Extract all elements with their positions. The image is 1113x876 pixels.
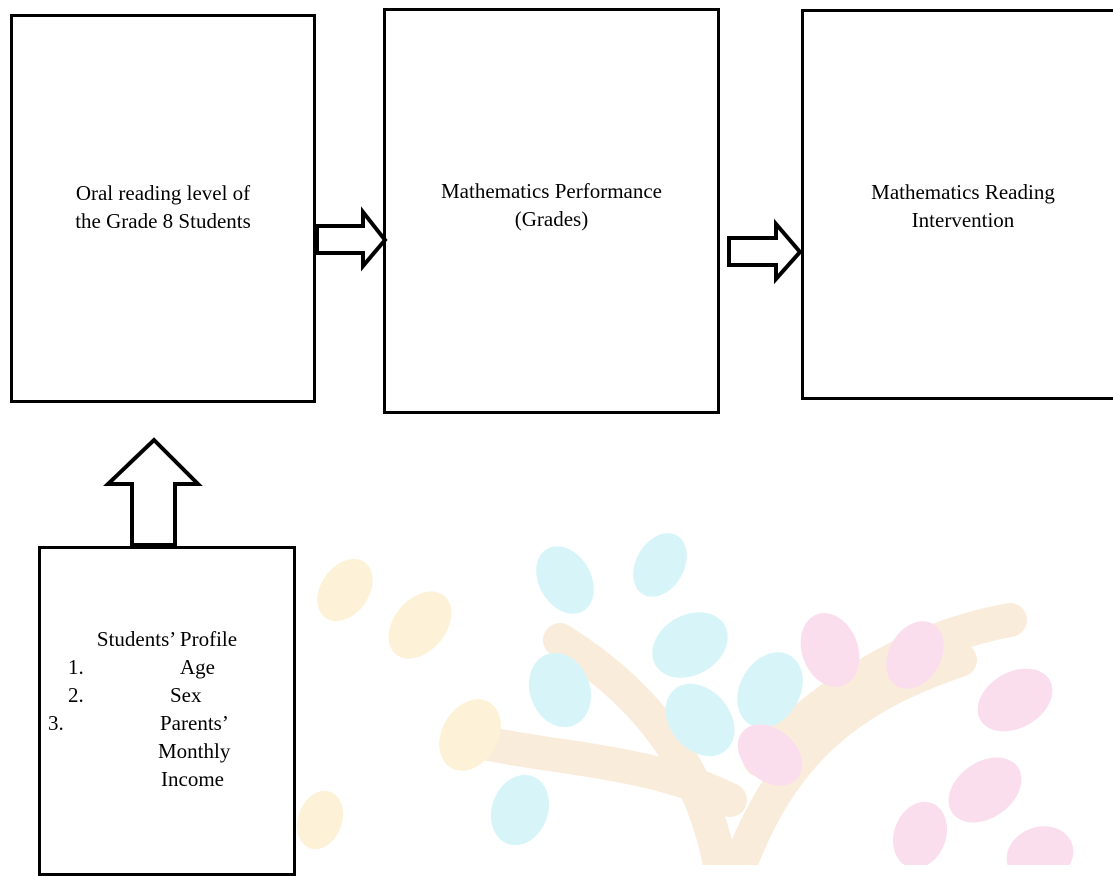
node-math-reading-intervention: Mathematics Reading Intervention: [801, 9, 1113, 400]
profile-item-number: 2.: [68, 683, 84, 707]
node-math-performance-line-2: (Grades): [514, 207, 589, 231]
profile-item-text: Sex: [170, 683, 202, 707]
node-math-performance-line-1: Mathematics Performance: [441, 179, 662, 203]
node-intervention-label: Mathematics Reading Intervention: [804, 178, 1113, 234]
profile-item-number: 3.: [48, 711, 64, 735]
node-math-performance: Mathematics Performance (Grades): [383, 8, 720, 414]
node-students-profile: Students’ Profile 1. Age 2. Sex 3. Paren…: [38, 546, 296, 876]
profile-item-text: Parents’: [160, 711, 229, 735]
profile-item-number: 1.: [68, 655, 84, 679]
node-oral-reading-line-1: Oral reading level of: [75, 181, 251, 205]
node-oral-reading-label: Oral reading level of the Grade 8 Studen…: [13, 179, 313, 235]
node-oral-reading-level: Oral reading level of the Grade 8 Studen…: [10, 14, 316, 403]
profile-item-text-continued: Income: [161, 767, 224, 791]
node-profile-title: Students’ Profile: [96, 627, 238, 651]
watermark-leaves: [296, 533, 1074, 865]
node-oral-reading-line-2: the Grade 8 Students: [75, 209, 251, 233]
profile-item-text-continued: Monthly: [158, 739, 231, 763]
node-intervention-line-2: Intervention: [911, 208, 1015, 232]
profile-item-text: Age: [180, 655, 215, 679]
node-math-performance-label: Mathematics Performance (Grades): [386, 177, 717, 233]
node-intervention-line-1: Mathematics Reading: [871, 180, 1055, 204]
watermark-branches: [453, 603, 1027, 865]
